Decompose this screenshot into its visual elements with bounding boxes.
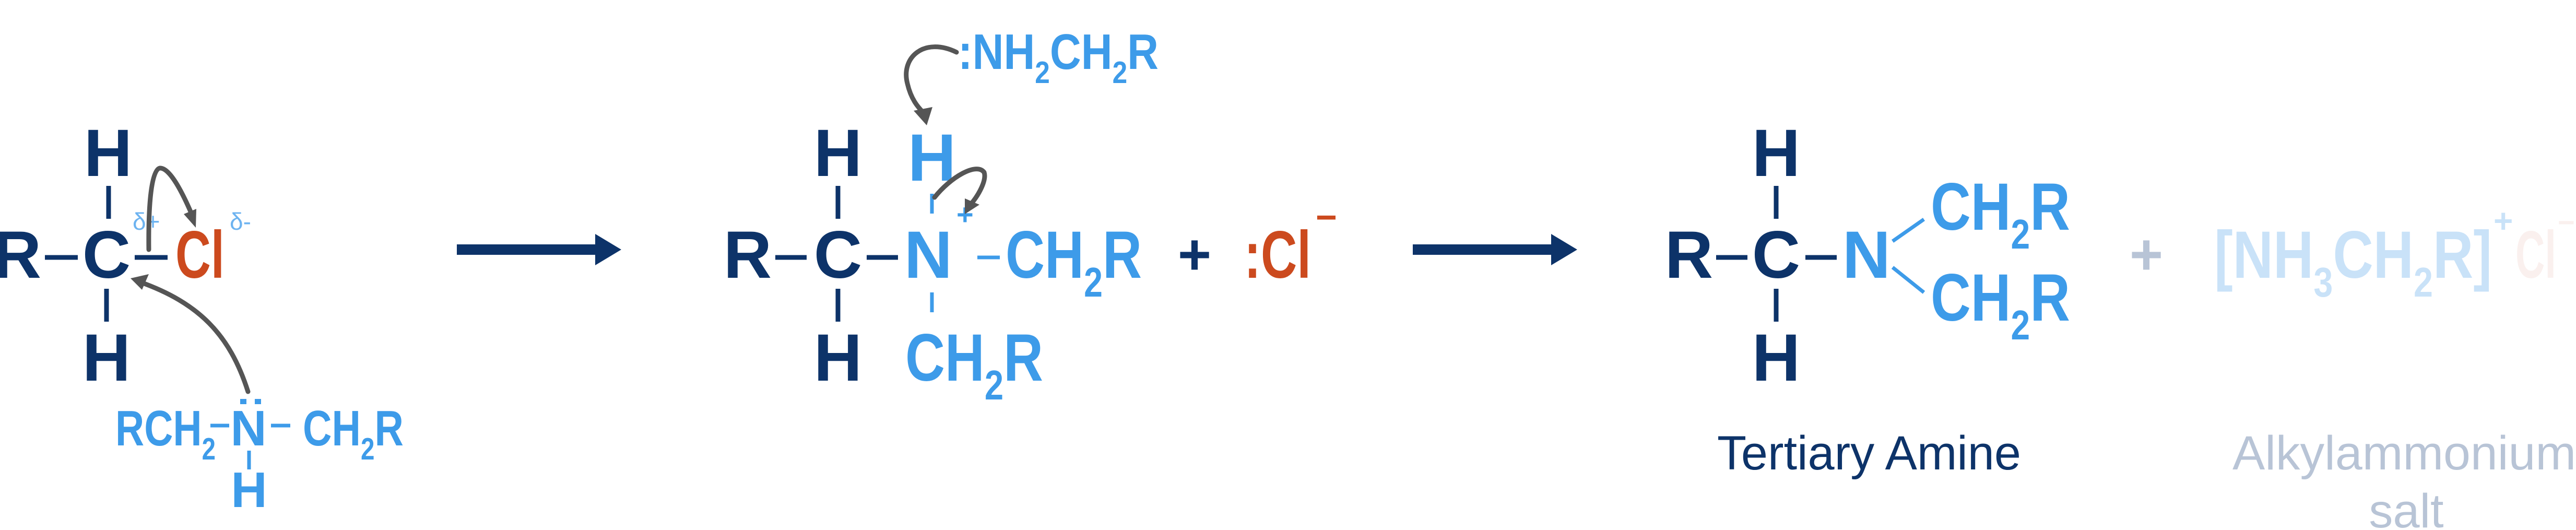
plus-sign: + <box>2130 222 2163 287</box>
lone-pair-dot <box>240 399 246 404</box>
anion-charge: − <box>2558 206 2575 239</box>
partial-negative: δ- <box>230 208 251 235</box>
atom-h-top: H <box>1752 116 1800 191</box>
amine-nitrogen: N <box>230 401 266 456</box>
plus-sign: + <box>1178 222 1211 287</box>
partial-positive: δ+ <box>133 208 160 235</box>
chloride-charge: − <box>1316 197 1337 238</box>
lone-pair-dot <box>255 399 261 404</box>
salt-label-line2: salt <box>2369 485 2443 530</box>
lower-group: CH2R <box>1931 261 2070 348</box>
amine-right-group: CH2R <box>303 401 404 466</box>
bottom-group: CH2R <box>905 321 1043 408</box>
reaction-arrow-icon <box>457 234 621 265</box>
atom-h-top: H <box>814 116 862 191</box>
nitrogen: N <box>904 218 952 292</box>
curly-arrow-icon <box>146 166 196 252</box>
curly-arrow-icon <box>932 167 987 214</box>
atom-c: C <box>814 218 862 292</box>
secondary-amine-nucleophile: RCH2 N CH2R H <box>115 399 404 518</box>
chloride-ion: :Cl <box>1244 218 1311 292</box>
curly-arrow-icon <box>904 44 959 125</box>
atom-h-bottom: H <box>814 321 862 395</box>
atom-r: R <box>0 218 41 292</box>
atom-cl: Cl <box>175 218 224 292</box>
atom-r: R <box>724 218 772 292</box>
salt-label-line1: Alkylammonium <box>2232 427 2576 480</box>
reaction-arrow-icon <box>1413 234 1577 265</box>
product-label: Tertiary Amine <box>1717 427 2021 480</box>
alkylammonium-salt: + [NH3CH2R] + Cl − Alkylammonium salt <box>2130 202 2576 530</box>
amine-hydrogen: H <box>231 462 267 518</box>
right-group: CH2R <box>1006 218 1142 305</box>
atom-r: R <box>1665 218 1713 292</box>
atom-h-top: H <box>84 116 132 191</box>
atom-c: C <box>1752 218 1800 292</box>
nitrogen: N <box>1842 218 1890 292</box>
chloride-anion: Cl <box>2515 218 2556 292</box>
ammonium-cation: [NH3CH2R] <box>2214 218 2492 305</box>
curly-arrow-icon <box>131 274 251 394</box>
amine-base: :NH2CH2R <box>958 24 1159 90</box>
atom-c: C <box>82 218 131 292</box>
tertiary-amine: R C H H N CH2R CH2R Tertiary Amine <box>1665 116 2070 480</box>
atom-h-bottom: H <box>1752 321 1800 395</box>
ammonium-intermediate: R C H H N + H CH2R CH2R <box>724 116 1142 408</box>
amine-left-group: RCH2 <box>115 401 216 466</box>
atom-h-bottom: H <box>82 321 131 395</box>
haloalkane: R C H H Cl δ+ δ- <box>0 116 251 395</box>
bond-n-lower <box>1891 266 1925 294</box>
cation-charge: + <box>2494 202 2513 240</box>
upper-group: CH2R <box>1931 170 2070 257</box>
bond-n-upper <box>1891 218 1925 243</box>
